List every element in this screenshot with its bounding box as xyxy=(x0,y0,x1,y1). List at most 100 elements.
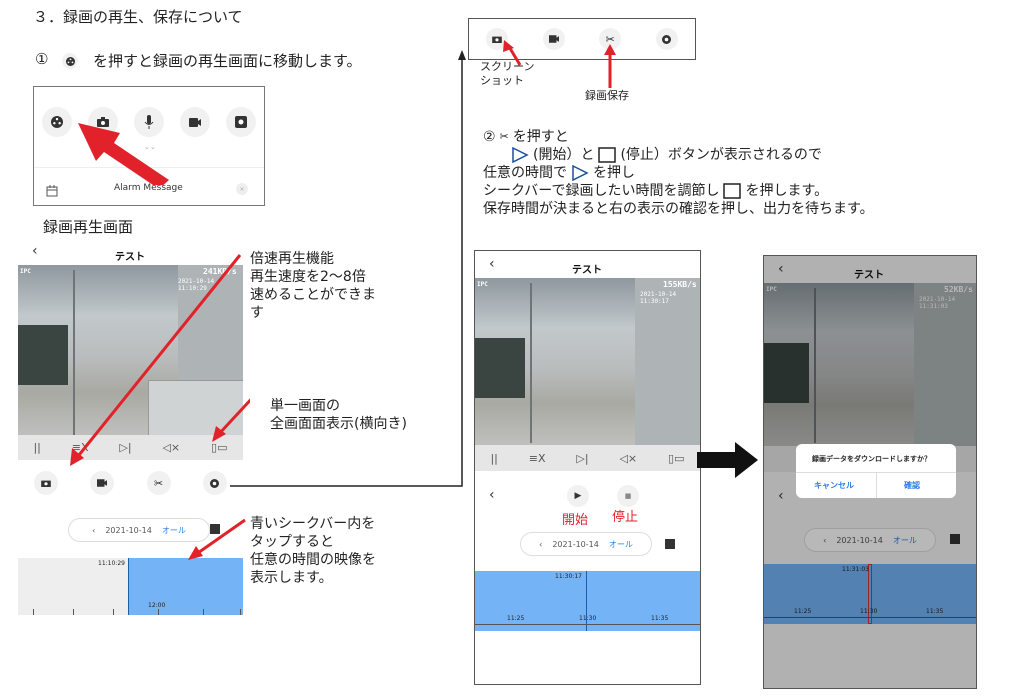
back-icon[interactable]: ‹ xyxy=(489,487,495,503)
scissors-icon[interactable]: ✂ xyxy=(146,471,171,495)
scissors-icon: ✂ xyxy=(499,130,509,143)
current-time: 11:30:17 xyxy=(555,573,582,580)
calendar-icon[interactable] xyxy=(46,182,58,201)
section-heading: ３．録画の再生、保存について xyxy=(33,8,243,26)
seek-bar[interactable] xyxy=(128,558,243,615)
back-icon[interactable]: ‹ xyxy=(778,261,784,277)
playhead[interactable] xyxy=(586,571,587,631)
step1-text: を押すと録画の再生画面に移動します。 xyxy=(93,52,362,70)
black-arrow xyxy=(697,442,758,478)
speed-note: 倍速再生機能 再生速度を2〜8倍 速めることができま す xyxy=(250,251,376,321)
ipc-label: IPC xyxy=(766,286,777,293)
phone1-screen: ‹ テスト IPC 241KB/s 2021-10-14 11:10:29 ||… xyxy=(18,240,243,615)
rotate-icon[interactable]: ▯▭ xyxy=(211,441,228,454)
tick-label: 11:35 xyxy=(926,608,944,615)
confirm-button[interactable]: 確認 xyxy=(904,481,920,490)
screenshot-label: スクリーン ショット xyxy=(480,60,535,87)
playback-button[interactable] xyxy=(202,471,227,495)
cancel-button[interactable]: キャンセル xyxy=(814,481,854,490)
playback-button[interactable] xyxy=(42,107,72,137)
phone3-screen: ‹ テスト IPC 52KB/s 2021-10-14 11:31:03 ‹ ‹… xyxy=(763,255,977,689)
pause-icon[interactable]: || xyxy=(33,441,41,454)
record-button[interactable] xyxy=(180,107,210,137)
seek-bar[interactable] xyxy=(475,571,700,631)
phone2-video[interactable]: IPC 155KB/s 2021-10-14 11:30:17 xyxy=(475,278,700,445)
save-label: 録画保存 xyxy=(585,89,629,102)
date-selector[interactable]: ‹ 2021-10-14 オール xyxy=(520,532,652,556)
alarm-message-label[interactable]: Alarm Message xyxy=(114,183,183,193)
pause-icon[interactable]: || xyxy=(490,451,498,465)
phone1-video[interactable]: IPC 241KB/s 2021-10-14 11:10:29 xyxy=(18,265,243,435)
red-arrow-1 xyxy=(78,123,169,185)
phone3-title: テスト xyxy=(854,270,884,281)
screenshot-button[interactable] xyxy=(486,28,509,50)
record-button[interactable] xyxy=(90,471,115,495)
date-text: 2021-10-14 xyxy=(836,535,883,545)
current-time: 11:31:03 xyxy=(842,566,869,573)
stop-button[interactable]: ■ xyxy=(617,485,639,507)
calendar-icon[interactable] xyxy=(210,524,220,534)
scissors-icon[interactable]: ✂ xyxy=(599,28,622,50)
close-icon[interactable]: × xyxy=(236,183,248,195)
all-filter[interactable]: オール xyxy=(892,535,917,545)
phone2-screen: ‹ テスト IPC 155KB/s 2021-10-14 11:30:17 ||… xyxy=(474,250,701,685)
chevron-left-icon[interactable]: ‹ xyxy=(539,539,543,549)
phone1-control-bar: || ≡X ▷| ◁× ▯▭ xyxy=(18,435,243,460)
phone2-title: テスト xyxy=(572,265,602,276)
chevron-left-icon[interactable]: ‹ xyxy=(92,525,96,535)
playback-button[interactable] xyxy=(655,28,678,50)
phone2-control-bar: || ≡X ▷| ◁× ▯▭ xyxy=(475,445,700,471)
seek-bar[interactable] xyxy=(764,564,976,624)
playhead[interactable] xyxy=(868,564,872,624)
tick-label: 12:00 xyxy=(148,602,166,609)
tick-label: 11:25 xyxy=(794,608,812,615)
timeline-empty[interactable] xyxy=(18,558,128,615)
seek-note: 青いシークバー内を タップすると 任意の時間の映像を 表示します。 xyxy=(250,516,376,586)
main-screen-panel: ⌄⌄ Alarm Message × xyxy=(33,86,265,206)
stop-label: 停止 xyxy=(612,510,639,525)
current-time: 11:10:29 xyxy=(98,560,125,567)
calendar-icon[interactable] xyxy=(950,534,960,544)
button-bar-panel: ✂ xyxy=(468,18,696,60)
date-selector[interactable]: ‹ 2021-10-14 オール xyxy=(68,518,210,542)
rotate-icon[interactable]: ▯▭ xyxy=(668,451,685,465)
video-timestamp: 2021-10-14 11:31:03 xyxy=(919,296,956,310)
camera-button[interactable] xyxy=(34,471,59,495)
play-outline-icon xyxy=(512,147,529,163)
date-selector[interactable]: ‹ 2021-10-14 オール xyxy=(804,528,936,552)
play-icon[interactable]: ▷| xyxy=(576,451,589,465)
date-text: 2021-10-14 xyxy=(552,539,599,549)
chevron-down-icon[interactable]: ⌄⌄ xyxy=(144,143,156,151)
mute-icon[interactable]: ◁× xyxy=(162,441,181,454)
phone1-title: テスト xyxy=(115,252,145,263)
tick-label: 11:25 xyxy=(507,615,525,622)
record-button[interactable] xyxy=(542,28,565,50)
download-dialog: 録画データをダウンロードしますか？ キャンセル 確認 xyxy=(796,444,956,498)
chevron-left-icon[interactable]: ‹ xyxy=(823,535,827,545)
speed-readout: 155KB/s xyxy=(663,280,697,289)
date-text: 2021-10-14 xyxy=(105,525,152,535)
phone1-button-row: ✂ xyxy=(18,468,243,498)
ptz-button[interactable] xyxy=(226,107,256,137)
phone3-video[interactable]: IPC 52KB/s 2021-10-14 11:31:03 xyxy=(764,283,976,446)
back-icon[interactable]: ‹ xyxy=(489,256,495,272)
ipc-label: IPC xyxy=(20,268,31,275)
play-outline-icon xyxy=(572,165,589,181)
step2-number: ② xyxy=(483,129,496,145)
back-icon[interactable]: ‹ xyxy=(778,488,784,504)
step2-instructions: ② ✂ を押すと (開始）と (停止）ボタンが表示されるので 任意の時間で を押… xyxy=(483,129,874,217)
back-icon[interactable]: ‹ xyxy=(32,243,38,259)
start-button[interactable]: ▶ xyxy=(567,485,589,507)
microphone-button[interactable] xyxy=(134,107,164,137)
play-icon[interactable]: ▷| xyxy=(119,441,132,454)
step1-number: ① xyxy=(35,50,49,68)
mute-icon[interactable]: ◁× xyxy=(619,451,638,465)
calendar-icon[interactable] xyxy=(665,539,675,549)
speed-icon[interactable]: ≡X xyxy=(528,451,546,465)
playhead[interactable] xyxy=(128,558,129,615)
start-label: 開始 xyxy=(562,513,589,528)
all-filter[interactable]: オール xyxy=(161,525,186,535)
video-timestamp: 2021-10-14 11:30:17 xyxy=(640,291,677,305)
all-filter[interactable]: オール xyxy=(608,539,633,549)
